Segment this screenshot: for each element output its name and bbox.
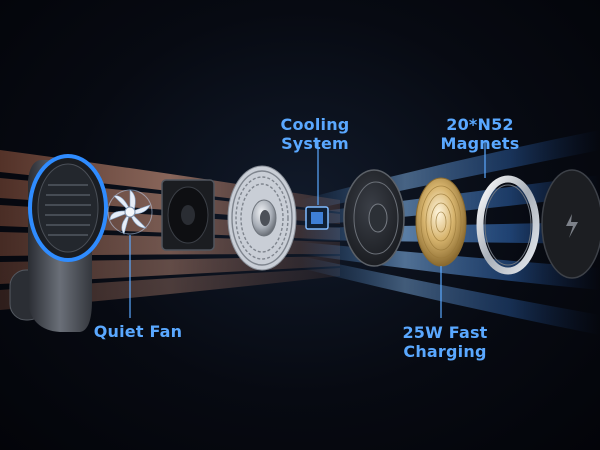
magnet-ring-icon [476, 140, 540, 275]
chip-icon [305, 140, 329, 230]
coil-icon [415, 177, 467, 318]
fast-charging-line-2: Charging [403, 342, 487, 361]
fan-icon [107, 189, 153, 318]
fan-housing-icon [161, 179, 215, 251]
fast-charging-line-1: 25W Fast [402, 323, 488, 342]
car-mount-icon [9, 154, 108, 332]
back-plate-icon [343, 169, 405, 267]
cooling-system-label: Cooling System [280, 115, 350, 153]
fast-charging-label: 25W Fast Charging [385, 323, 505, 361]
charging-pad-icon [541, 169, 600, 279]
heatsink-icon [227, 165, 297, 271]
quiet-fan-label: Quiet Fan [93, 322, 183, 341]
magnets-label: 20*N52 Magnets [440, 115, 520, 153]
